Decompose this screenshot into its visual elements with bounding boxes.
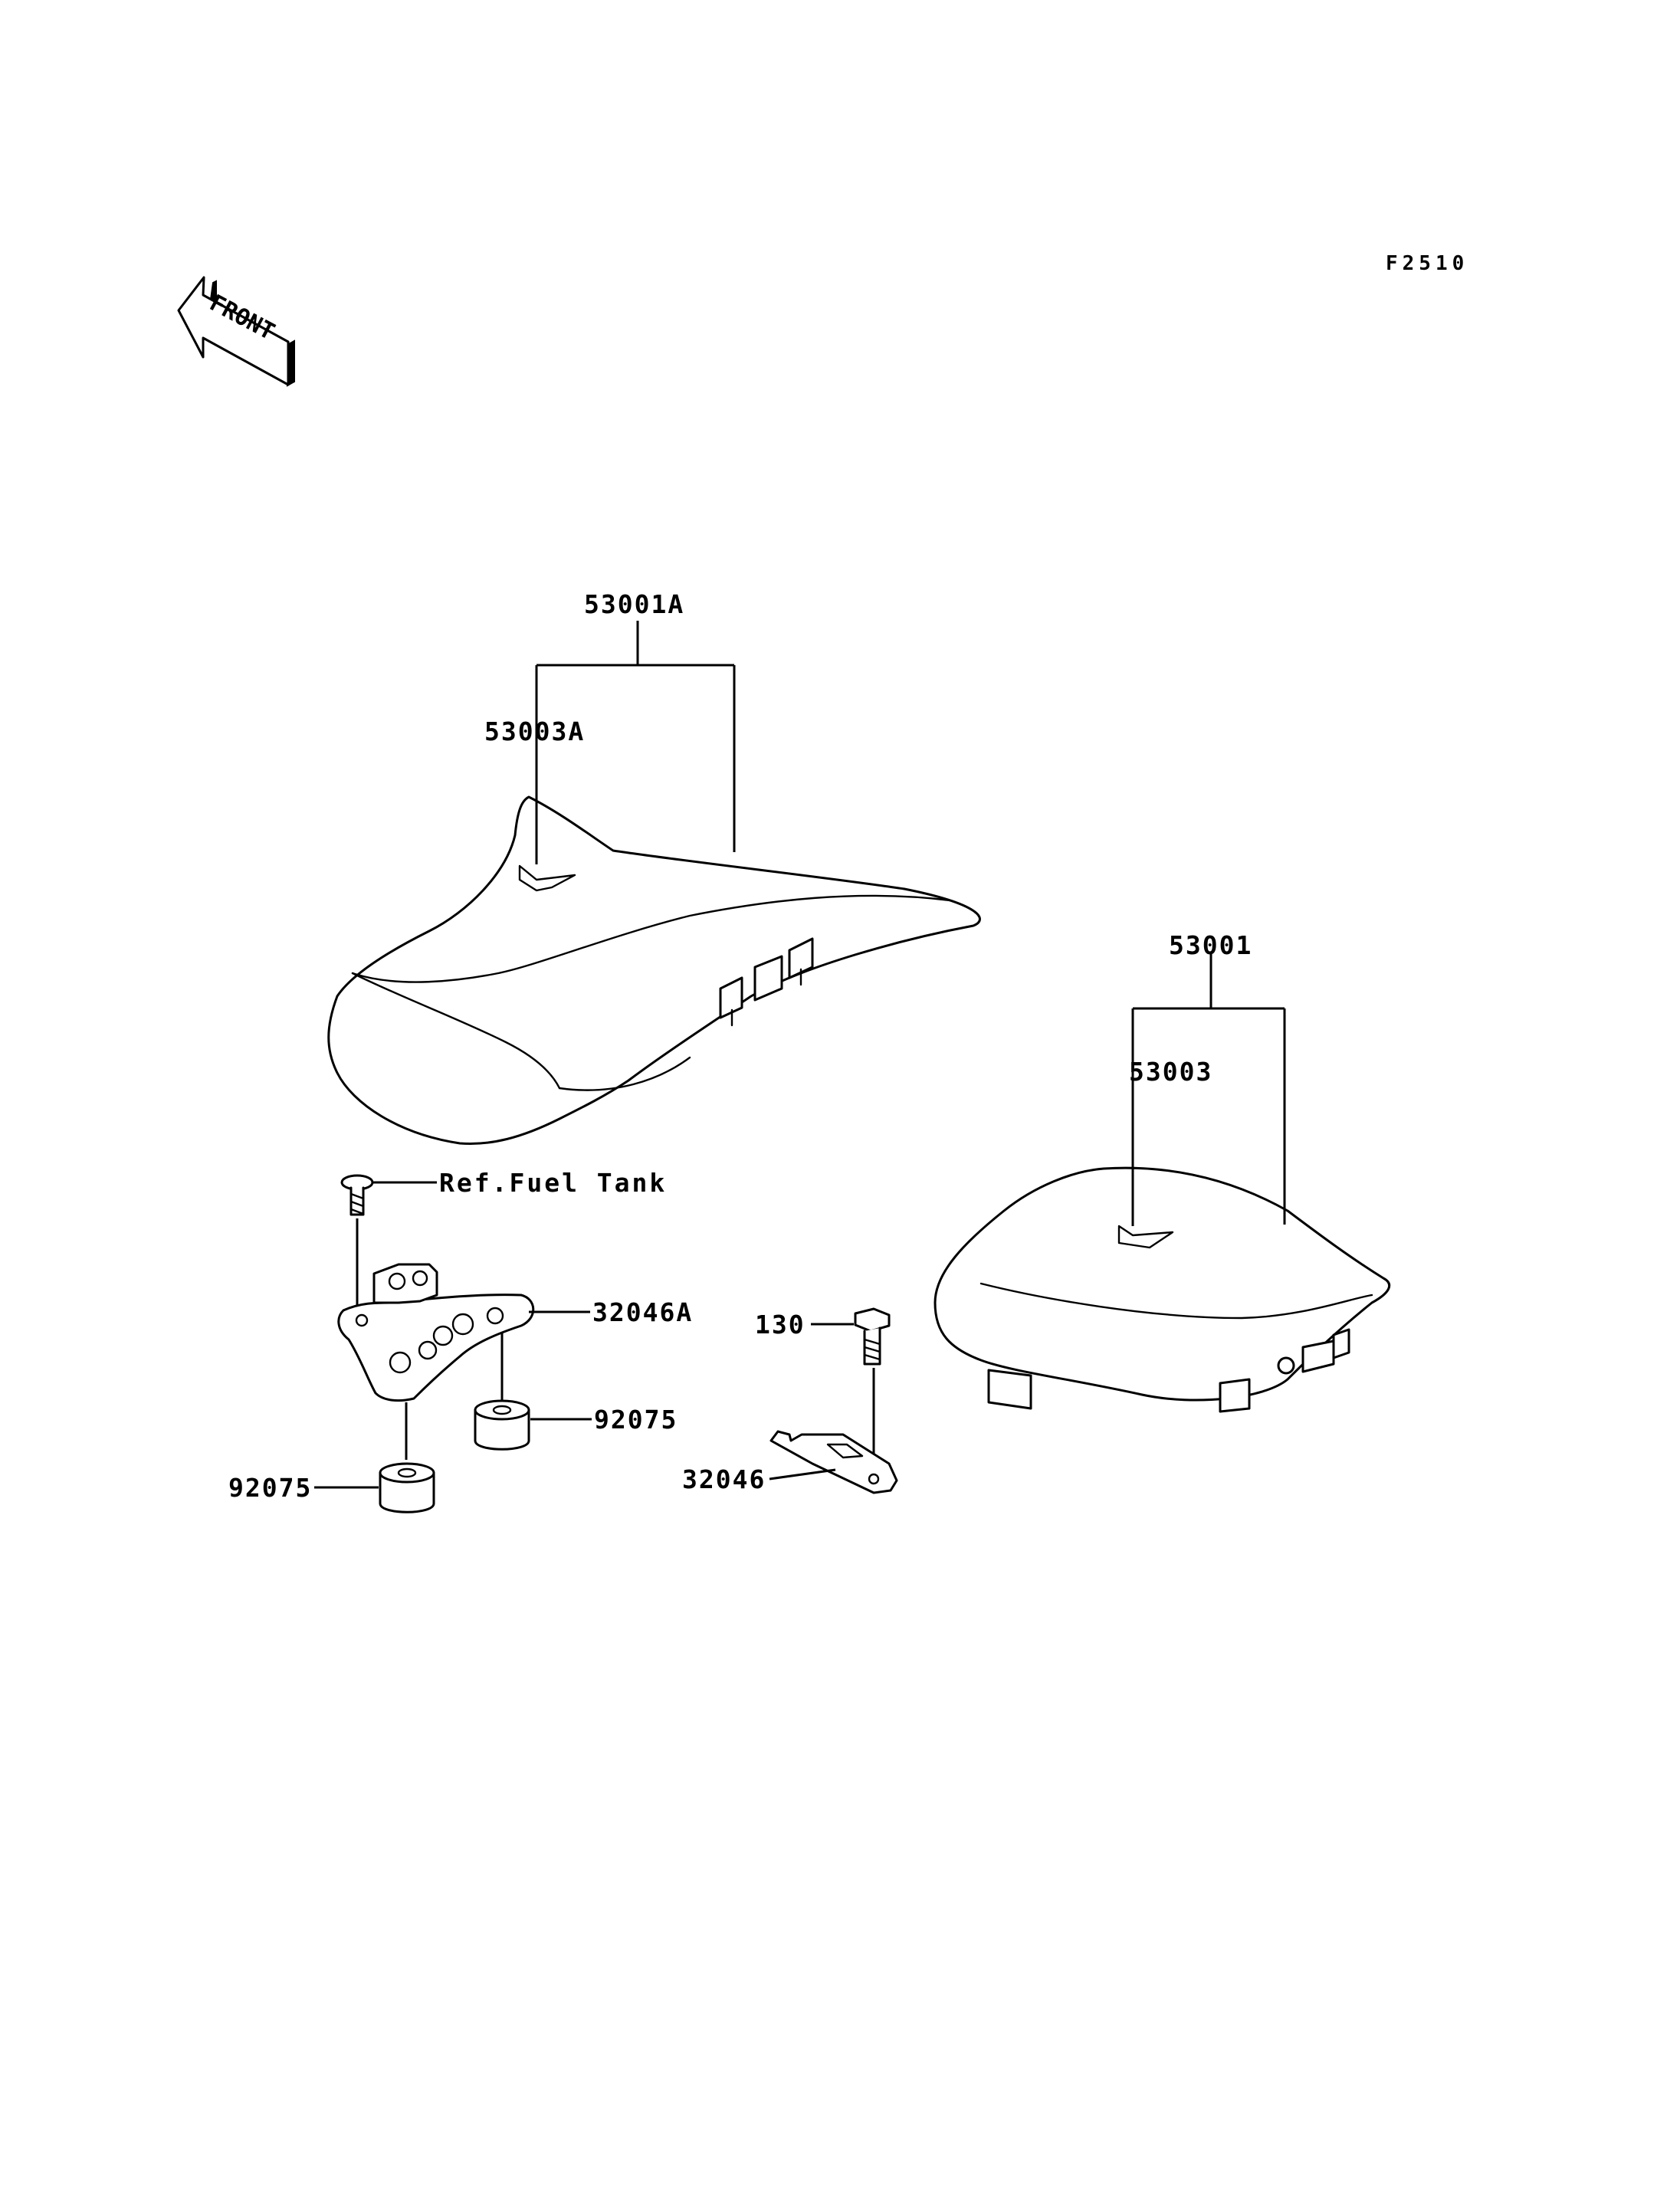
figure-code: F2510: [1386, 252, 1468, 275]
label-92075-right: 92075: [594, 1405, 678, 1435]
front-seat: [327, 795, 981, 1145]
label-53003a: 53003A: [484, 716, 585, 746]
label-32046: 32046: [682, 1464, 766, 1494]
front-arrow-icon: FRONT: [177, 276, 295, 387]
leader-53001: [1131, 954, 1286, 1226]
leader-53001a: [535, 621, 736, 864]
label-32046a: 32046A: [592, 1297, 693, 1327]
label-130: 130: [755, 1310, 806, 1340]
leader-32046: [769, 1468, 836, 1481]
damper-left: [379, 1462, 435, 1513]
label-53001a: 53001A: [584, 589, 684, 619]
rear-bracket: [769, 1430, 898, 1494]
damper-right: [474, 1399, 530, 1451]
label-53001: 53001: [1169, 930, 1252, 960]
bolt-icon: [854, 1307, 891, 1366]
rear-seat: [934, 1166, 1391, 1413]
screw-icon: [340, 1174, 374, 1216]
front-bracket: [337, 1263, 535, 1402]
label-ref-fuel-tank: Ref.Fuel Tank: [439, 1168, 667, 1198]
label-53003: 53003: [1129, 1057, 1212, 1087]
label-92075-left: 92075: [228, 1473, 312, 1503]
